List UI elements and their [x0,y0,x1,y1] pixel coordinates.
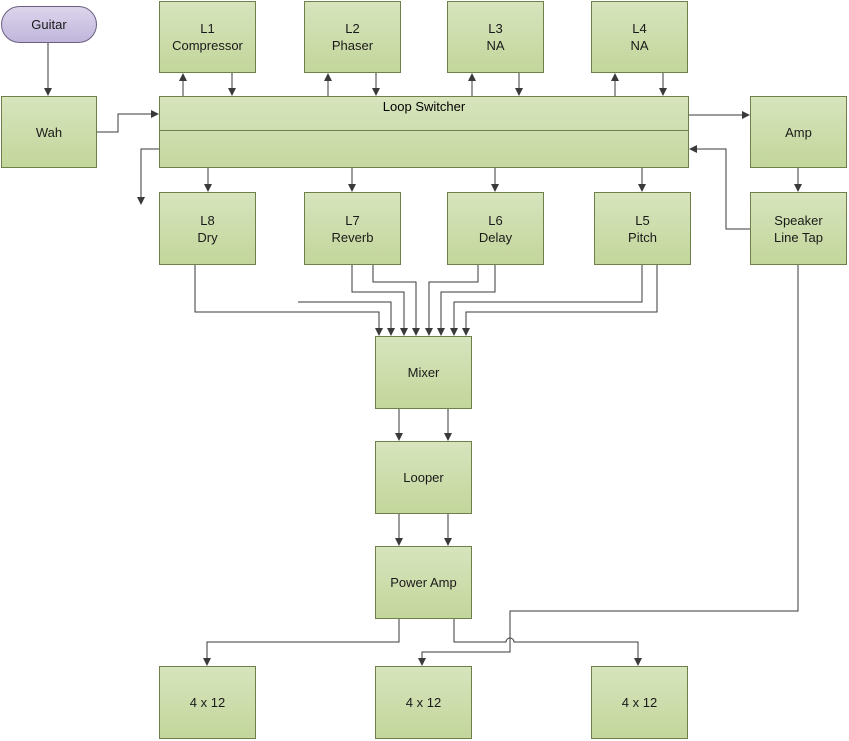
loop-switcher-node: Loop Switcher [159,96,689,168]
cabinet-left-node: 4 x 12 [159,666,256,739]
looper-label: Looper [403,470,444,485]
arrow-wah-to-switcher [96,110,159,133]
l5-effect: Pitch [628,229,657,245]
loop-l4-node: L4 NA [591,1,688,73]
l8-id: L8 [200,212,215,228]
arrow-poweramp-to-cab-left [203,619,400,666]
loop-l7-node: L7 Reverb [304,192,401,265]
wah-node: Wah [1,96,97,168]
cabinet-left-label: 4 x 12 [189,695,226,710]
power-amp-label: Power Amp [390,575,457,590]
l1-id: L1 [200,21,215,36]
arrow-switcher-left-out [137,148,159,205]
l7-id: L7 [345,212,360,228]
l6-id: L6 [488,212,503,228]
l2-id: L2 [345,21,360,36]
guitar-label: Guitar [31,17,67,32]
wah-label: Wah [35,124,63,140]
arrow-l5-right-to-mixer [462,265,658,336]
arrow-l6-left-to-mixer [425,265,479,336]
l3-effect: NA [486,38,505,53]
speaker-line-tap-line2: Line Tap [774,229,823,245]
arrow-tap-to-cab-center [418,265,799,666]
loop-l5-node: L5 Pitch [594,192,691,265]
arrow-l7-right-to-mixer [372,265,420,336]
arrow-l6-right-to-mixer [437,265,496,336]
speaker-line-tap-line1: Speaker [774,212,823,228]
loop-l1-node: L1 Compressor [159,1,256,73]
loop-l3-node: L3 NA [447,1,544,73]
cabinet-center-node: 4 x 12 [375,666,472,739]
loop-l2-node: L2 Phaser [304,1,401,73]
amp-label: Amp [785,124,812,140]
arrow-l5-left-to-mixer [450,265,643,336]
loop-switcher-label: Loop Switcher [160,97,688,131]
loop-l8-node: L8 Dry [159,192,256,265]
l4-id: L4 [632,21,647,36]
speaker-line-tap-node: Speaker Line Tap [750,192,847,265]
l3-id: L3 [488,21,503,36]
l7-effect: Reverb [331,229,374,245]
power-amp-node: Power Amp [375,546,472,619]
mixer-label: Mixer [407,365,440,380]
l4-effect: NA [630,38,649,53]
arrow-l7-left-to-mixer [351,265,408,336]
l5-id: L5 [635,212,650,228]
looper-node: Looper [375,441,472,514]
arrow-poweramp-to-cab-right [453,619,642,666]
amp-node: Amp [750,96,847,168]
l2-effect: Phaser [331,38,374,53]
cabinet-center-label: 4 x 12 [405,695,442,710]
cabinet-right-label: 4 x 12 [621,695,658,710]
arrow-tap-to-switcher [689,145,750,230]
l1-effect: Compressor [172,38,243,53]
l8-effect: Dry [197,229,218,245]
arrow-l8-to-mixer [194,265,383,336]
mixer-node: Mixer [375,336,472,409]
guitar-node: Guitar [1,6,97,43]
arrow-extra-input-to-mixer [298,301,395,336]
l6-effect: Delay [478,229,513,245]
cabinet-right-node: 4 x 12 [591,666,688,739]
loop-l6-node: L6 Delay [447,192,544,265]
